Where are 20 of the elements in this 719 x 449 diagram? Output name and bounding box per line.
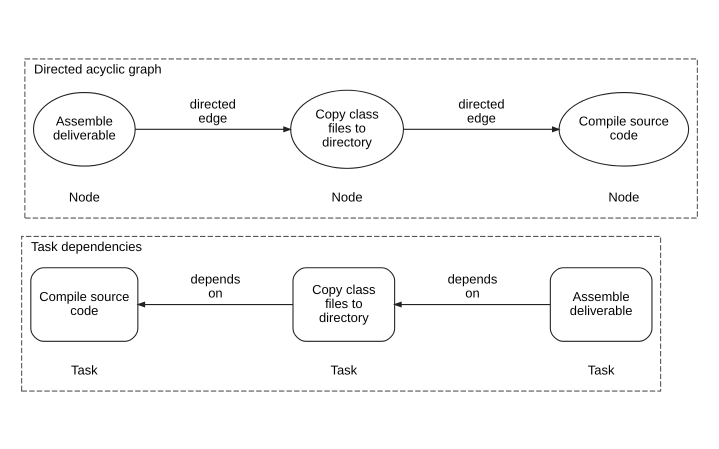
arrow [136, 301, 293, 308]
node-box: Copy class files to directory [292, 266, 396, 342]
arrow [393, 301, 550, 308]
node-label: Node [332, 188, 363, 204]
edge-label: directed edge [458, 96, 505, 125]
edge-label: depends on [190, 271, 240, 300]
node-label: Task [330, 362, 358, 377]
node-label: Node [68, 188, 100, 204]
arrow [135, 126, 292, 132]
node-label: Task [71, 362, 98, 377]
node-label: Node [608, 188, 640, 204]
edge-label: directed edge [190, 96, 236, 125]
node-box: Compile source code [30, 266, 138, 342]
node-ellipse: Copy class files to directory [290, 89, 404, 168]
edge-label: depends on [448, 271, 498, 300]
node-ellipse: Compile source code [558, 92, 690, 166]
node-ellipse: Assemble deliverable [32, 92, 136, 166]
node-label: Task [588, 362, 614, 377]
node-box: Assemble deliverable [550, 266, 652, 342]
arrow [404, 126, 561, 132]
